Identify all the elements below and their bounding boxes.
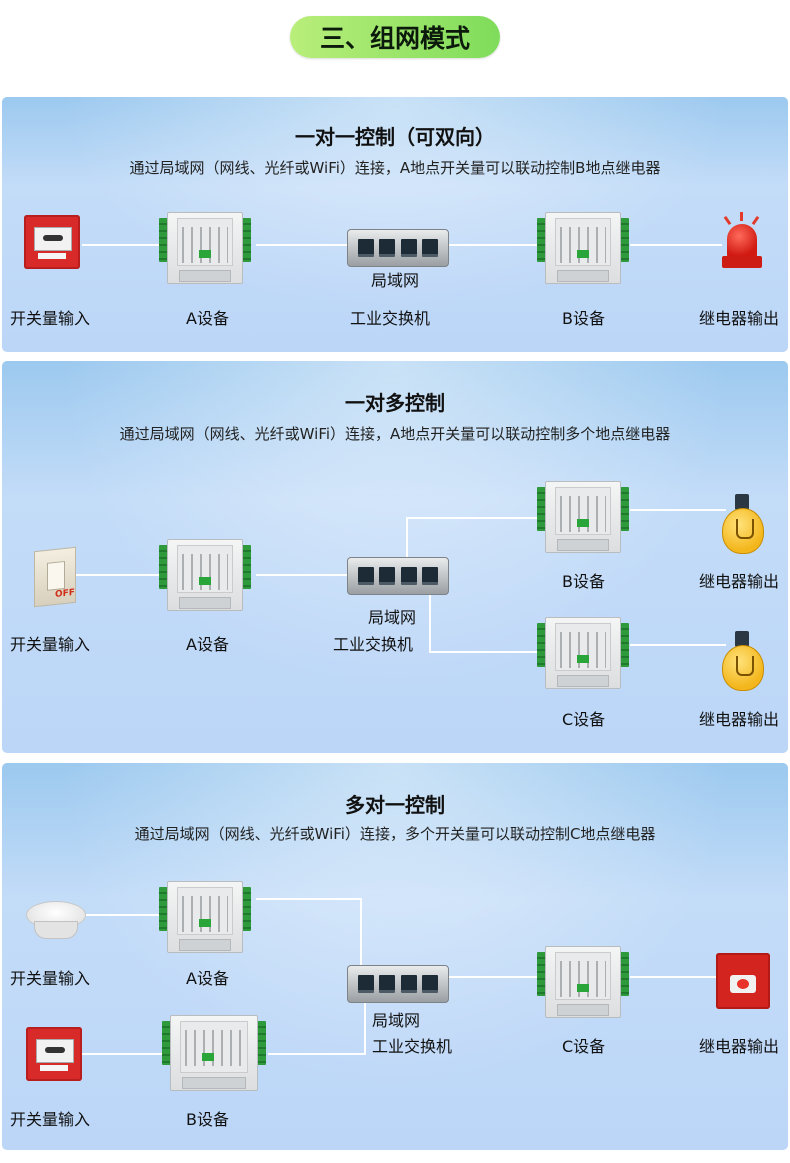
link-line <box>256 898 362 900</box>
link-line <box>630 644 726 646</box>
link-line <box>429 651 538 653</box>
link-line <box>82 244 164 246</box>
panel-description: 通过局域网（网线、光纤或WiFi）连接，A地点开关量可以联动控制多个地点继电器 <box>119 425 671 443</box>
link-line <box>429 583 431 652</box>
link-line <box>630 509 726 511</box>
label-lan: 局域网 <box>372 1011 421 1030</box>
device-b <box>537 481 629 553</box>
label-switch: 工业交换机 <box>372 1037 453 1056</box>
label-output: 继电器输出 <box>699 1037 780 1056</box>
label-output-b: 继电器输出 <box>699 572 780 591</box>
manual-call-point-icon <box>24 215 80 269</box>
label-input-b: 开关量输入 <box>10 1110 91 1129</box>
label-device-a: A设备 <box>186 969 229 988</box>
label-input: 开关量输入 <box>10 635 91 654</box>
panel-title: 多对一控制 <box>345 793 445 817</box>
device-b <box>537 212 629 284</box>
manual-call-point-icon <box>26 1027 82 1081</box>
panel-description: 通过局域网（网线、光纤或WiFi）连接，A地点开关量可以联动控制B地点继电器 <box>129 159 661 177</box>
label-device-c: C设备 <box>562 1037 606 1056</box>
network-switch-icon <box>347 229 449 267</box>
network-switch-icon <box>347 965 449 1003</box>
light-bulb-icon <box>720 494 764 566</box>
link-line <box>256 244 348 246</box>
label-output-c: 继电器输出 <box>699 710 780 729</box>
panel-description: 通过局域网（网线、光纤或WiFi）连接，多个开关量可以联动控制C地点继电器 <box>134 825 656 843</box>
label-switch: 工业交换机 <box>350 309 431 328</box>
label-input-a: 开关量输入 <box>10 969 91 988</box>
label-input: 开关量输入 <box>10 309 91 328</box>
link-line <box>82 1053 164 1055</box>
smoke-detector-icon <box>26 901 86 941</box>
device-a <box>159 881 251 953</box>
link-line <box>256 574 348 576</box>
link-line <box>268 1053 366 1055</box>
link-line <box>68 574 164 576</box>
device-a <box>159 212 251 284</box>
label-device-a: A设备 <box>186 309 229 328</box>
label-lan: 局域网 <box>371 271 420 290</box>
light-bulb-icon <box>720 631 764 703</box>
device-b <box>162 1015 266 1091</box>
label-device-b: B设备 <box>186 1110 229 1129</box>
link-line <box>82 914 164 916</box>
device-a <box>159 539 251 611</box>
panel-title: 一对一控制（可双向） <box>295 125 495 149</box>
label-device-a: A设备 <box>186 635 229 654</box>
device-c <box>537 946 629 1018</box>
panel-one-to-one: 一对一控制（可双向） 通过局域网（网线、光纤或WiFi）连接，A地点开关量可以联… <box>2 97 788 352</box>
link-line <box>630 976 718 978</box>
link-line <box>446 976 538 978</box>
link-line <box>364 987 366 1055</box>
label-switch: 工业交换机 <box>333 635 414 654</box>
link-line <box>446 244 538 246</box>
section-title: 三、组网模式 <box>290 16 500 58</box>
panel-one-to-many: 一对多控制 通过局域网（网线、光纤或WiFi）连接，A地点开关量可以联动控制多个… <box>2 361 788 753</box>
network-switch-icon <box>347 557 449 595</box>
label-lan: 局域网 <box>368 608 417 627</box>
label-device-c: C设备 <box>562 710 606 729</box>
panel-many-to-one: 多对一控制 通过局域网（网线、光纤或WiFi）连接，多个开关量可以联动控制C地点… <box>2 763 788 1150</box>
warning-beacon-icon <box>720 212 764 270</box>
link-line <box>406 517 538 519</box>
link-line <box>630 244 722 246</box>
wall-switch-icon: OFF <box>34 546 76 608</box>
alarm-siren-icon <box>716 953 770 1009</box>
device-c <box>537 617 629 689</box>
label-device-b: B设备 <box>562 572 605 591</box>
label-device-b: B设备 <box>562 309 605 328</box>
link-line <box>406 517 408 561</box>
label-output: 继电器输出 <box>699 309 780 328</box>
panel-title: 一对多控制 <box>345 391 445 415</box>
link-line <box>360 898 362 966</box>
